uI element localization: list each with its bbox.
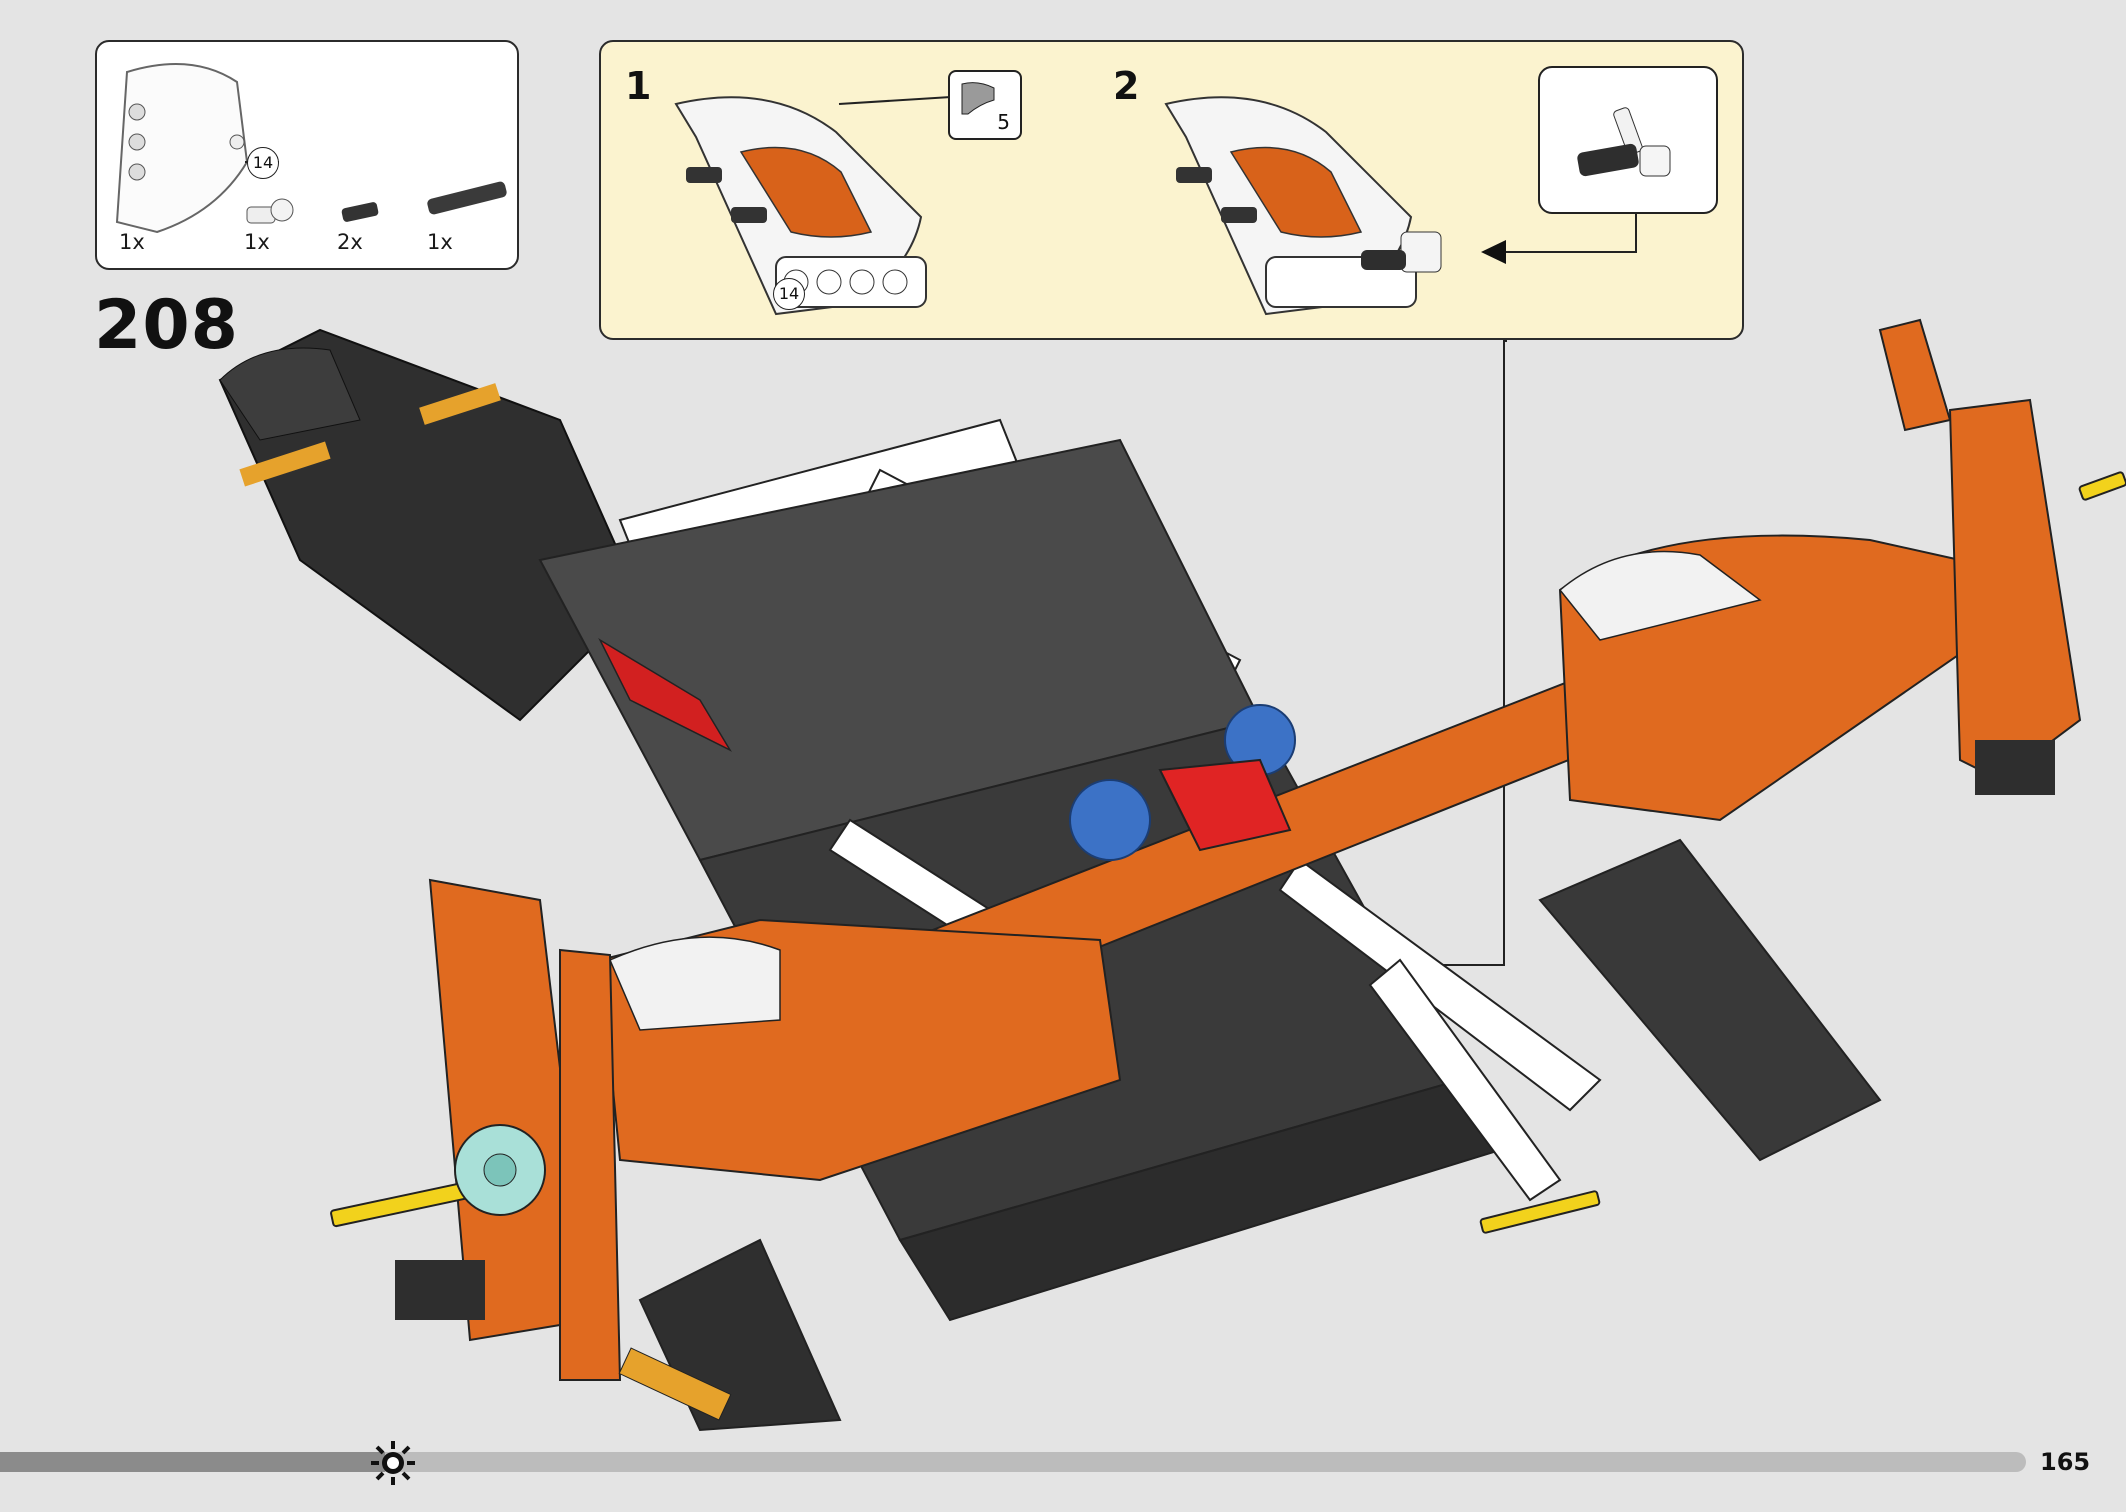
callout-badge: 14 (773, 278, 805, 310)
panel-assembly-1-icon (674, 96, 952, 316)
progress-track (0, 1452, 2026, 1472)
sun-icon (371, 1441, 415, 1485)
progress-fill (0, 1452, 385, 1472)
short-axle-pin-piece-icon (341, 202, 379, 222)
curved-panel-piece-icon (115, 63, 279, 234)
panel-assembly-2-icon (1164, 96, 1637, 316)
substep-illustration (674, 96, 1637, 342)
element-count-badge: 5 (948, 70, 1022, 140)
step-number: 208 (94, 286, 239, 365)
detail-zoom-box (1538, 66, 1718, 214)
substep-number: 1 (625, 64, 652, 108)
qty-label: 1x (427, 230, 453, 254)
right-orange-pod-icon (1558, 318, 2082, 822)
left-orange-pod-icon (395, 878, 1122, 1381)
page-number: 165 (2040, 1448, 2091, 1476)
angle-connector-piece-icon (246, 198, 294, 224)
parts-illustration (115, 63, 507, 234)
callout-badge: 14 (247, 147, 279, 179)
pin-detail-icon (1577, 107, 1671, 177)
hub-icon (454, 1124, 546, 1216)
count-value: 5 (997, 110, 1010, 134)
qty-label: 1x (244, 230, 270, 254)
hazard-stripe-icon (618, 1347, 732, 1421)
qty-label: 2x (337, 230, 363, 254)
panel-thumbnail-icon (961, 82, 995, 115)
parts-list-box: 14 1x 1x 2x 1x (95, 40, 519, 270)
long-pin-with-bush-piece-icon (427, 181, 507, 215)
substep-number: 2 (1113, 64, 1140, 108)
rear-engine-section-icon (218, 328, 642, 722)
qty-label: 1x (119, 230, 145, 254)
gear-cluster-icon (598, 638, 1296, 861)
